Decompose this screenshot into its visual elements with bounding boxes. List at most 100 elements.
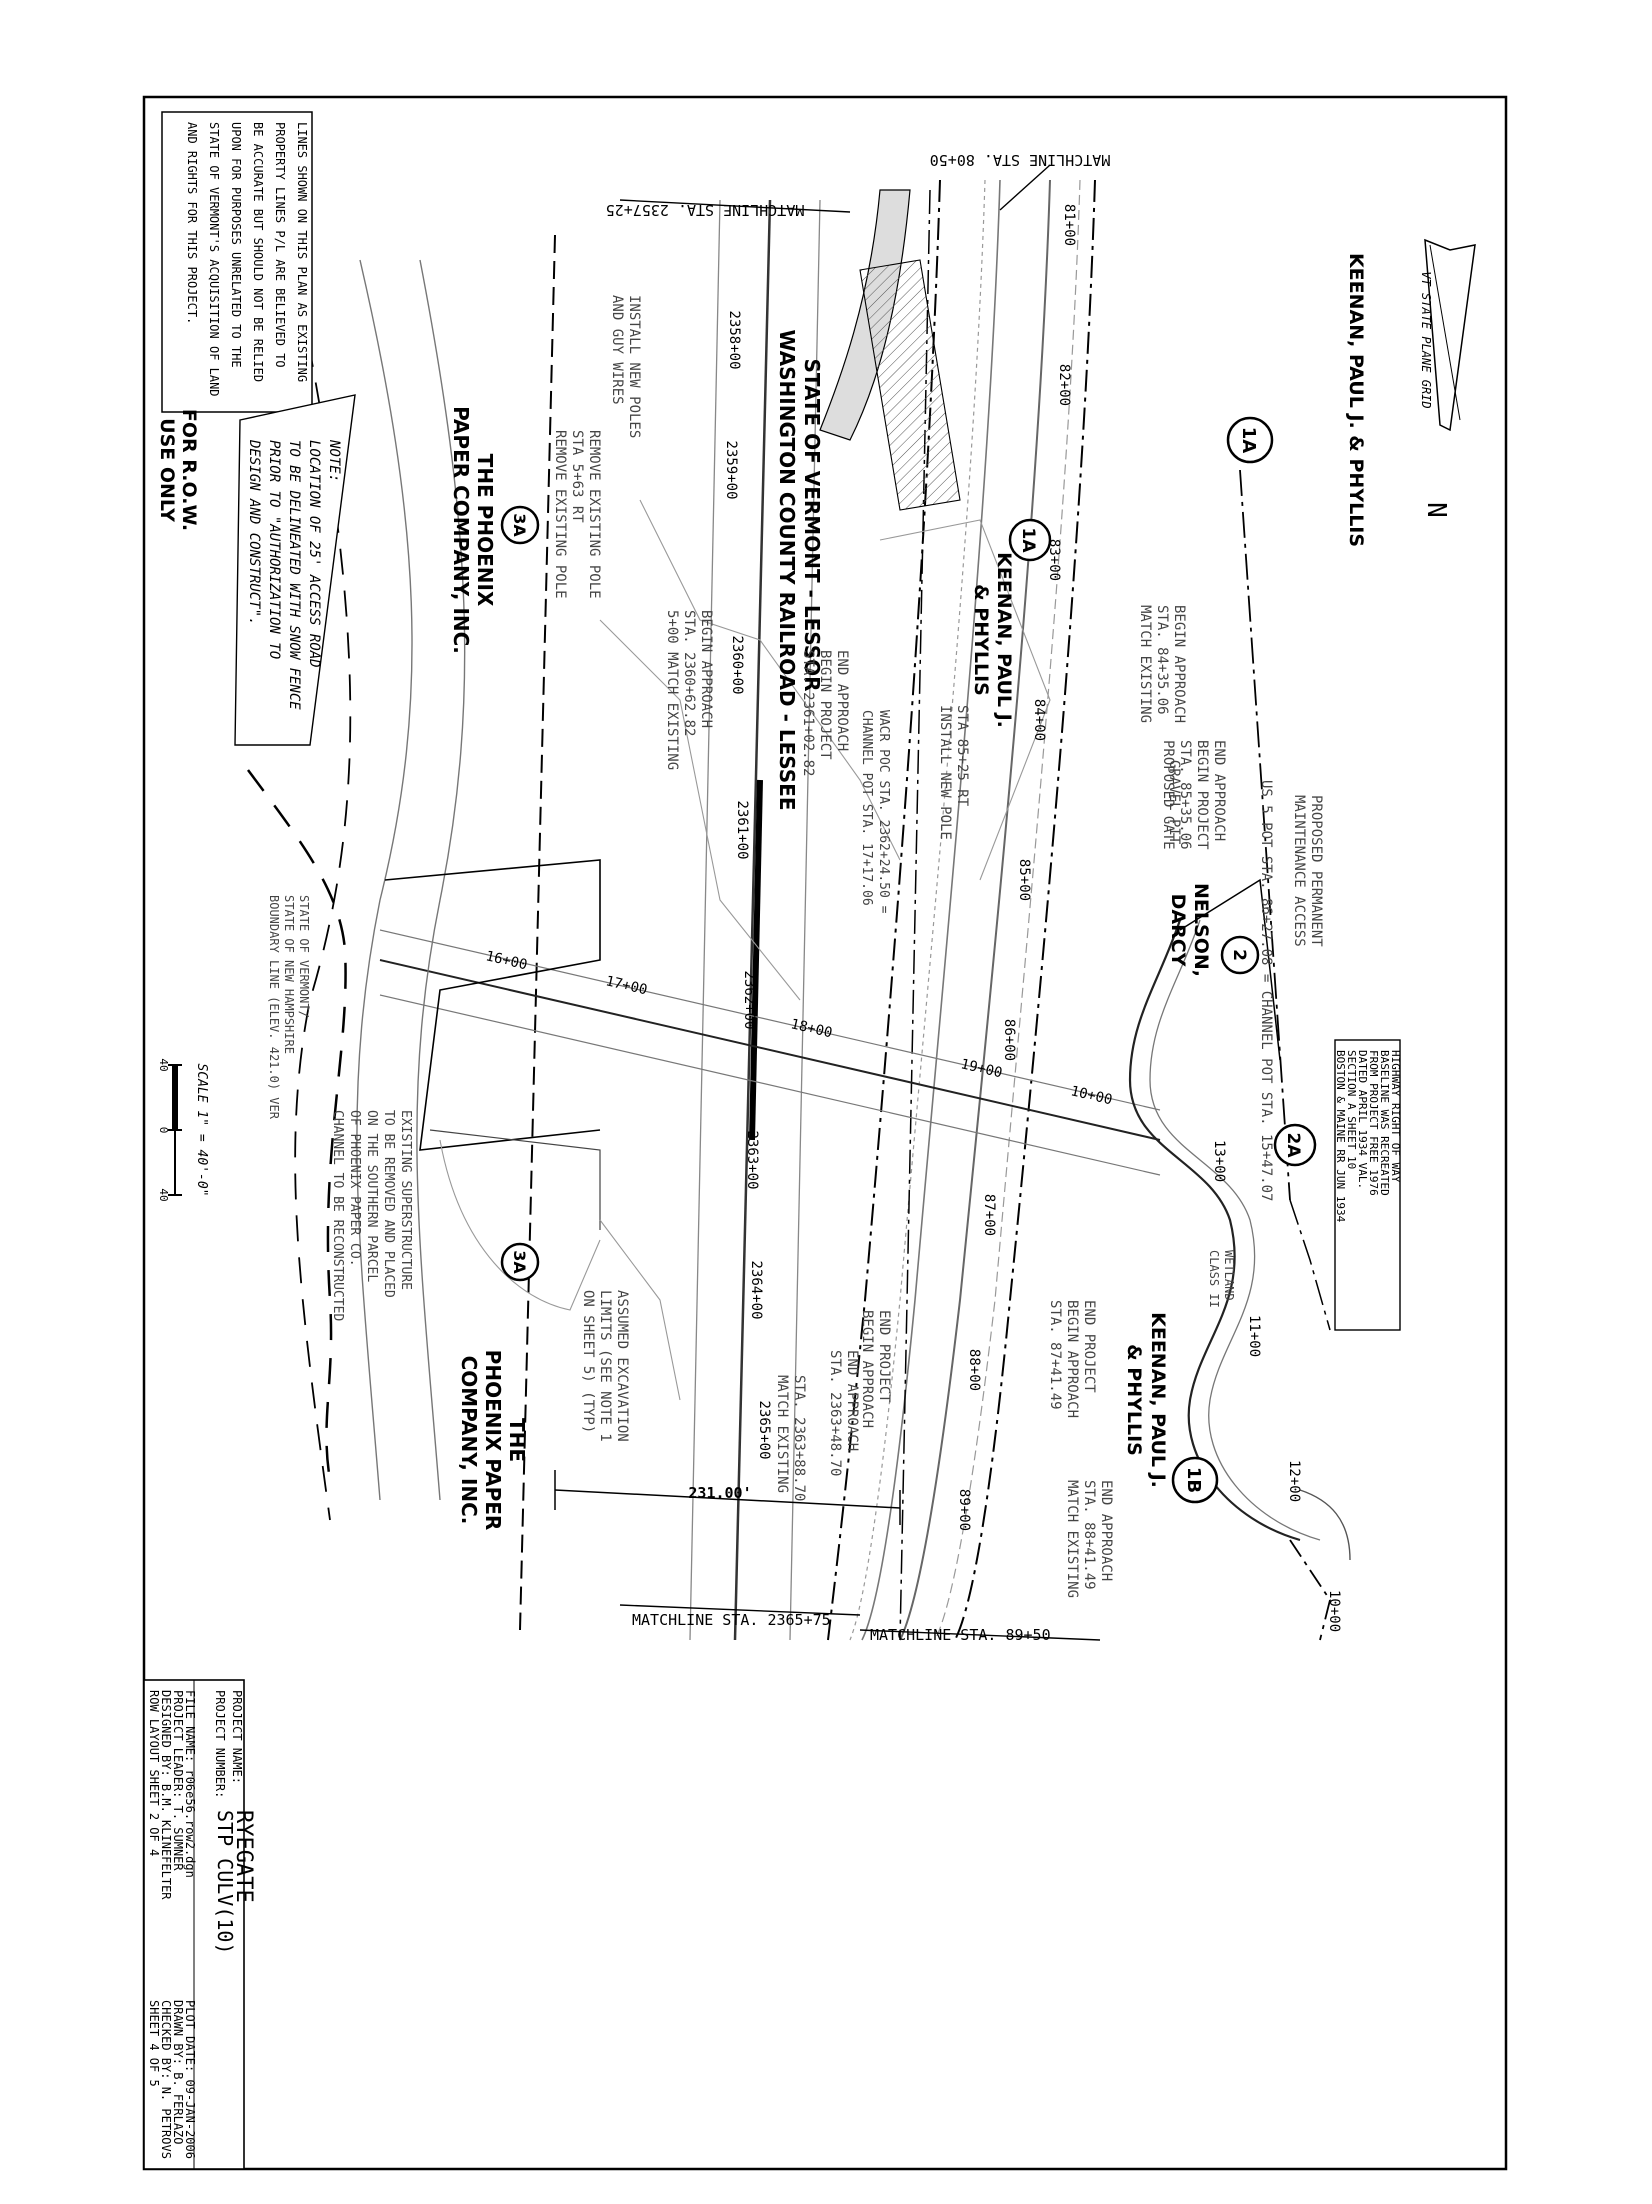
hwy-row-note-line: SECTION A SHEET 10 (1345, 1050, 1358, 1169)
rr-station-2363+00: 2363+00 (744, 1130, 760, 1189)
svg-text:40: 40 (157, 1058, 170, 1071)
grid-label: VT STATE PLANE GRID (1419, 271, 1433, 408)
svg-text:3A: 3A (510, 1250, 529, 1274)
rr-station-2359+00: 2359+00 (723, 440, 739, 499)
annotation-wetland: CLASS II (1207, 1250, 1221, 1308)
annotation-end-approach-top: END APPROACH (1211, 740, 1227, 841)
hwy-station-85+00: 85+00 (1016, 859, 1032, 901)
rr-station-2358+00: 2358+00 (726, 310, 742, 369)
owner-state-lessor: STATE OF VERMONT - LESSOR (800, 358, 824, 691)
access-note-line: PRIOR TO "AUTHORIZATION TO (266, 440, 282, 659)
hwy-row-note-line: FROM PROJECT FREE 1976 (1367, 1050, 1380, 1196)
annotation-end-project-right: BEGIN APPROACH (1064, 1300, 1080, 1418)
title-block: PROJECT NAME: RYEGATE PROJECT NUMBER: ST… (143, 1679, 256, 2170)
channel-station-2: 18+00 (789, 1016, 834, 1041)
project-name: RYEGATE (231, 1810, 256, 1903)
annotation-superstructure: CHANNEL TO BE RECONSTRUCTED (330, 1110, 345, 1321)
annotation-begin-approach-top: STA. 84+35.06 (1154, 605, 1170, 715)
annotation-match-rr: MATCH EXISTING (774, 1375, 790, 1493)
parcel-1a-mid: 1A (1008, 518, 1052, 562)
annotation-install-poles-left: AND GUY WIRES (609, 295, 625, 405)
annotation-begin-approach-rr: 5+00 MATCH EXISTING (664, 610, 680, 770)
project-leader: PROJECT LEADER: T. SUMNER (171, 1690, 185, 1871)
background-linework (246, 164, 1351, 1641)
annotation-begin-approach-top: BEGIN APPROACH (1171, 605, 1187, 723)
parcel-3a-right: 3A (500, 1242, 540, 1282)
annotation-assumed-excavation: ON SHEET 5) (TYP) (580, 1290, 596, 1433)
file-name: FILE NAME: r06e56.row2.dgn (183, 1690, 197, 1878)
annotation-match-rr: STA. 2363+88.70 (791, 1375, 807, 1501)
annotation-superstructure: OF PHOENIX PAPER CO. (347, 1110, 362, 1267)
hwy-row-note-line: BASELINE WAS RECREATED (1378, 1050, 1391, 1196)
property-note-line: LINES SHOWN ON THIS PLAN AS EXISTING (295, 122, 309, 382)
annotation-end-approach-rr: BEGIN PROJECT (817, 650, 833, 760)
rr-station-2361+00: 2361+00 (734, 800, 750, 859)
highway-station-labels: 81+0082+0083+0084+0085+0086+0087+0088+00… (956, 204, 1077, 1531)
parcel-1b: 1B (1171, 1456, 1219, 1504)
svg-text:1B: 1B (1183, 1467, 1204, 1493)
drawn-by: DRAWN BY: B. FERLAZO (171, 2000, 185, 2145)
hwy-station-87+00: 87+00 (981, 1194, 997, 1236)
channel-station-5: 11+00 (1246, 1315, 1262, 1357)
annotation-wacr-poc: CHANNEL POT STA. 17+17.06 (859, 710, 874, 906)
svg-text:2: 2 (1229, 949, 1249, 961)
owner-nelson-1: NELSON, (1190, 883, 1212, 977)
svg-text:2A: 2A (1283, 1133, 1303, 1159)
channel-station-4: 10+00 (1069, 1083, 1114, 1108)
scale-bar: SCALE 1" = 40'-0" 40 0 40 (157, 1058, 209, 1201)
checked-by: CHECKED BY: N. PETROVS (159, 2000, 173, 2159)
property-note-line: BE ACCURATE BUT SHOULD NOT BE RELIED (251, 122, 265, 382)
annotation-install-pole-right: INSTALL NEW POLE (937, 705, 953, 840)
access-note-line: NOTE: (326, 439, 342, 482)
annotation-state-boundary: STATE OF VERMONT/ (297, 895, 311, 1018)
hwy-station-82+00: 82+00 (1056, 364, 1072, 406)
owner-phoenix-b-1: THE (505, 1418, 529, 1462)
svg-text:40: 40 (157, 1188, 170, 1201)
channel-station-6: 12+00 (1286, 1460, 1302, 1502)
access-note-line: DESIGN AND CONSTRUCT". (246, 439, 262, 625)
parcel-tags: 1A 1A 2 2A 1B 3A 3A (500, 416, 1317, 1504)
annotation-end-approach-rr2: STA. 2363+48.70 (827, 1350, 843, 1476)
svg-text:0: 0 (157, 1127, 170, 1134)
annotation-state-boundary: BOUNDARY LINE (ELEV. 421.0) VER (267, 895, 281, 1120)
access-note-line: LOCATION OF 25' ACCESS ROAD (306, 440, 322, 668)
hwy-row-note-line: HIGHWAY RIGHT OF WAY (1389, 1050, 1402, 1183)
annotation-superstructure: ON THE SOUTHERN PARCEL (364, 1110, 379, 1282)
annotation-end-approach-top: BEGIN PROJECT (1194, 740, 1210, 850)
annotation-begin-approach-top: MATCH EXISTING (1137, 605, 1153, 723)
row-use-note: FOR R.O.W. USE ONLY (156, 409, 200, 531)
svg-text:FOR R.O.W.: FOR R.O.W. (178, 409, 200, 531)
owner-phoenix-b-2: PHOENIX PAPER (481, 1350, 505, 1531)
annotation-end-project-right: END PROJECT (1081, 1300, 1097, 1393)
access-note-line: TO BE DELINEATED WITH SNOW FENCE (286, 440, 302, 710)
owner-keenan-mid-2: & PHYLLIS (970, 584, 992, 696)
annotation-end-approach-right: STA. 88+41.49 (1081, 1480, 1097, 1590)
dimension-231: 231.00' (688, 1484, 751, 1502)
annotation-assumed-excavation: LIMITS (SEE NOTE 1 (597, 1290, 613, 1442)
svg-text:USE ONLY: USE ONLY (156, 418, 178, 522)
annotation-wetland: WETLAND (1222, 1250, 1236, 1301)
matchline-top-hwy: MATCHLINE STA. 80+50 (930, 151, 1111, 169)
annotation-channel-pot: US 5 POT STA. 86+27.08 = CHANNEL POT STA… (1258, 780, 1274, 1201)
matchline-top-rr: MATCHLINE STA. 2357+25 (606, 201, 805, 219)
owner-railroad-lessee: WASHINGTON COUNTY RAILROAD - LESSEE (775, 330, 799, 811)
svg-text:1A: 1A (1018, 528, 1038, 554)
svg-text:1A: 1A (1238, 427, 1259, 454)
channel-station-8: 13+00 (1211, 1140, 1227, 1182)
parcel-1a-top: 1A (1226, 416, 1274, 464)
annotation-gravel-pit: GRAVEL PIT (1166, 760, 1182, 845)
annotation-end-project-rr: END PROJECT (876, 1310, 892, 1403)
matchline-bottom-rr: MATCHLINE STA. 2365+75 (632, 1611, 831, 1629)
owner-phoenix-b-3: COMPANY, INC. (457, 1356, 481, 1525)
parcel-3a-left: 3A (500, 505, 540, 545)
annotation-remove-pole: REMOVE EXISTING POLE (552, 430, 568, 599)
channel-station-1: 17+00 (604, 973, 649, 998)
property-note-line: PROPERTY LINES P/L ARE BELIEVED TO (273, 122, 287, 368)
annotation-install-poles-left: INSTALL NEW POLES (626, 295, 642, 438)
annotation-end-approach-top: PROPOSED GATE (1160, 740, 1176, 850)
hwy-row-note-line: BOSTON & MAINE RR JUN 1934 (1334, 1050, 1347, 1223)
rr-station-2360+00: 2360+00 (729, 635, 745, 694)
